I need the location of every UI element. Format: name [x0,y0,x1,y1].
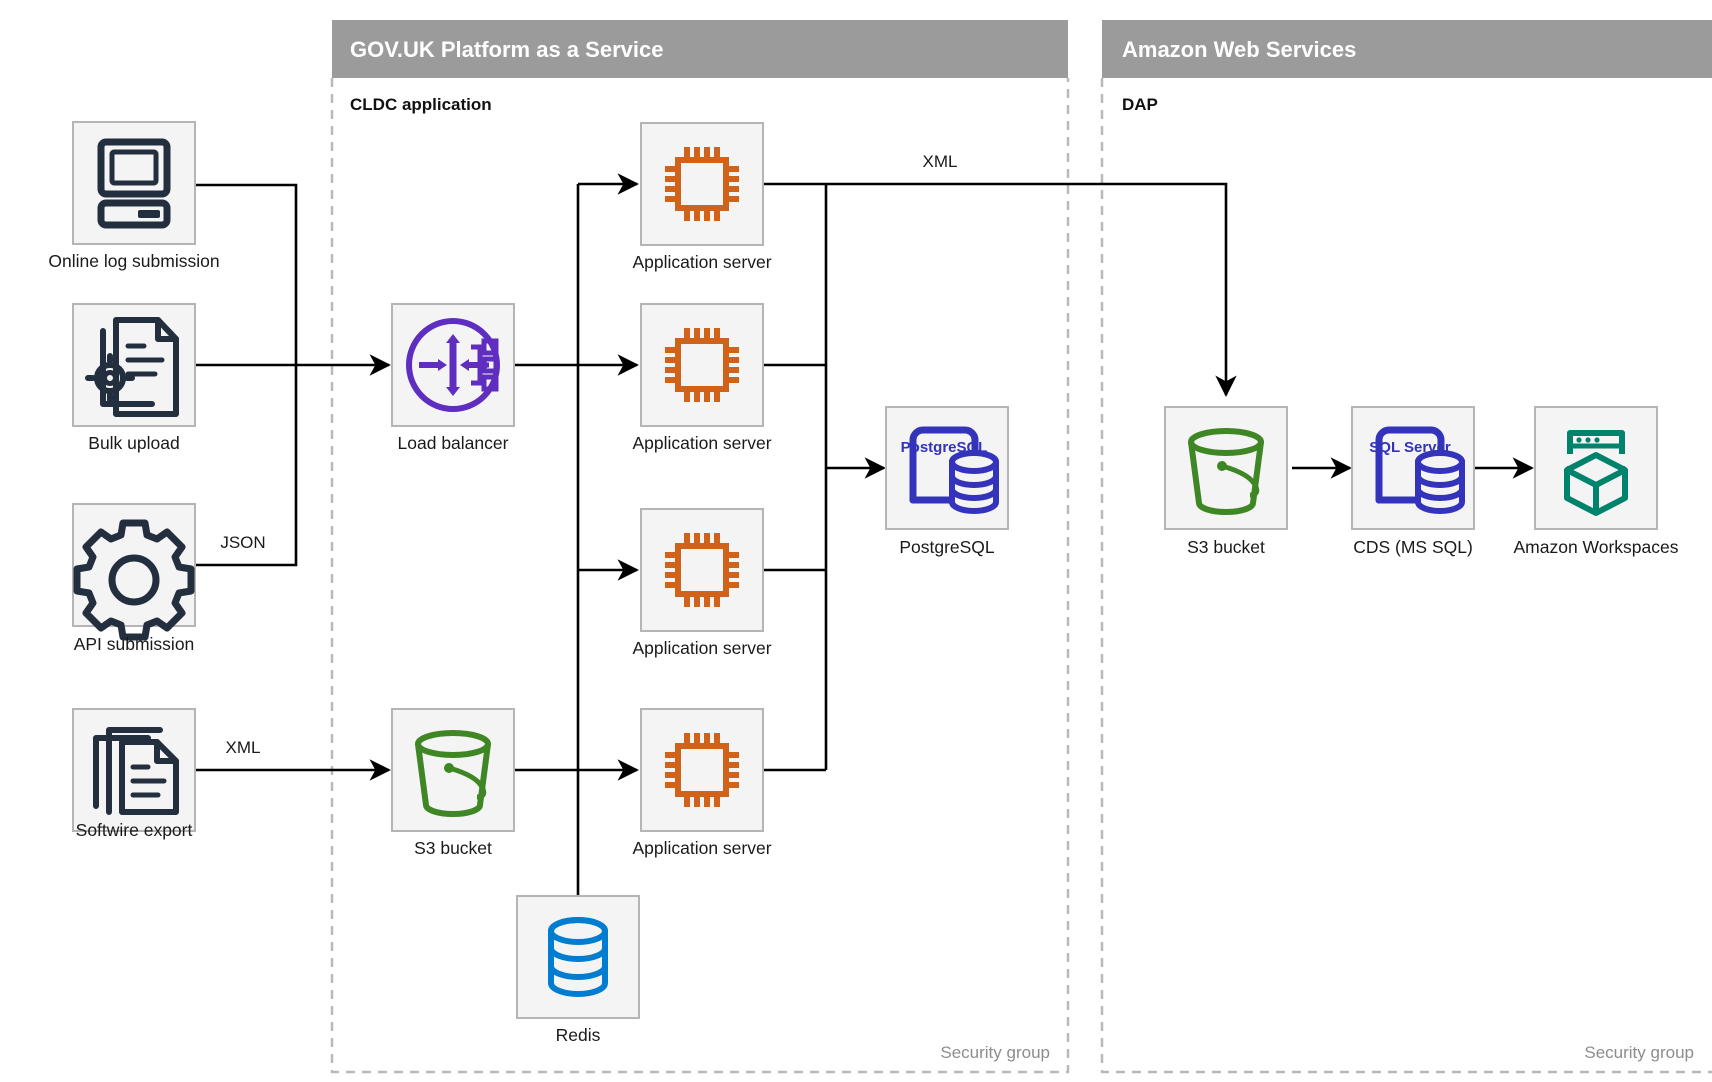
node-softwire-export[interactable]: Softwire export [72,708,196,840]
wire-api-to-bus [194,365,298,567]
cpu-chip-icon [665,533,739,607]
wire-app1-xml-to-s3-aws [764,182,1237,397]
node-api-submission[interactable]: API submission [72,503,196,654]
node-postgresql[interactable]: PostgreSQL PostgreSQL [885,406,1009,557]
s3-bucket-icon [1188,428,1264,515]
node-label-online-log-submission: Online log submission [48,251,219,271]
node-application-server-1[interactable]: Application server [632,122,772,272]
node-online-log-submission[interactable]: Online log submission [48,121,220,271]
node-label-application-server-1: Application server [632,252,771,272]
security-group-label-aws: Security group [1584,1043,1694,1062]
cpu-chip-icon [665,328,739,402]
desktop-computer-icon [97,138,171,229]
zone-amazon-web-services: Amazon Web Services DAP Security group [1100,20,1712,1074]
zone-title-aws: Amazon Web Services [1122,37,1356,62]
cpu-chip-icon [665,733,739,807]
node-box-application-server-2 [640,303,764,427]
gear-icon [73,519,195,641]
node-label-api-submission: API submission [74,634,195,654]
node-s3-bucket-aws[interactable]: S3 bucket [1164,406,1288,557]
node-label-s3-bucket-paas: S3 bucket [414,838,492,858]
zone-header-band-paas [332,20,1068,78]
zone-dashed-border-paas [330,78,1070,1074]
postgresql-icon: PostgreSQL [901,426,999,514]
security-group-label-paas: Security group [940,1043,1050,1062]
node-label-load-balancer: Load balancer [398,433,509,453]
node-amazon-workspaces[interactable]: Amazon Workspaces [1513,406,1679,557]
edge-label-json-api: JSON [220,533,265,552]
node-application-server-3[interactable]: Application server [632,508,772,658]
node-box-application-server-1 [640,122,764,246]
node-application-server-4[interactable]: Application server [632,708,772,858]
zone-dashed-border-aws [1100,78,1712,1074]
cpu-chip-icon [665,147,739,221]
node-label-s3-bucket-aws: S3 bucket [1187,537,1265,557]
document-gear-icon [85,317,179,417]
node-label-cds-ms-sql: CDS (MS SQL) [1353,537,1473,557]
node-label-softwire-export: Softwire export [76,820,193,840]
zone-header-band-aws [1102,20,1712,78]
zone-subtitle-cldc-application: CLDC application [350,95,492,114]
node-label-bulk-upload: Bulk upload [88,433,179,453]
edge-label-xml-app-to-s3: XML [923,152,958,171]
sql-server-icon: SQL Server [1369,426,1465,514]
node-label-amazon-workspaces: Amazon Workspaces [1513,537,1678,557]
node-box-application-server-4 [640,708,764,832]
node-cds-ms-sql[interactable]: SQL Server CDS (MS SQL) [1351,406,1475,557]
zone-title-paas: GOV.UK Platform as a Service [350,37,663,62]
connector-wires: XML XML JSON [194,152,1534,895]
zone-subtitle-dap: DAP [1122,95,1158,114]
document-stack-icon [93,727,179,815]
node-label-application-server-4: Application server [632,838,771,858]
node-label-postgresql: PostgreSQL [899,537,995,557]
node-label-application-server-3: Application server [632,638,771,658]
workspaces-cube-icon [1564,430,1628,516]
node-label-redis: Redis [556,1025,601,1045]
node-box-application-server-3 [640,508,764,632]
zone-govuk-paas: GOV.UK Platform as a Service CLDC applic… [330,20,1070,1074]
wire-online-log-to-bus [194,183,298,365]
node-load-balancer[interactable]: Load balancer [391,303,515,453]
node-redis[interactable]: Redis [516,895,640,1045]
node-application-server-2[interactable]: Application server [632,303,772,453]
database-cylinder-icon [548,917,608,997]
s3-bucket-icon [415,730,491,817]
node-label-application-server-2: Application server [632,433,771,453]
edge-label-xml-softwire: XML [226,738,261,757]
node-bulk-upload[interactable]: Bulk upload [72,303,196,453]
node-s3-bucket-paas[interactable]: S3 bucket [391,708,515,858]
load-balancer-icon [406,318,500,412]
